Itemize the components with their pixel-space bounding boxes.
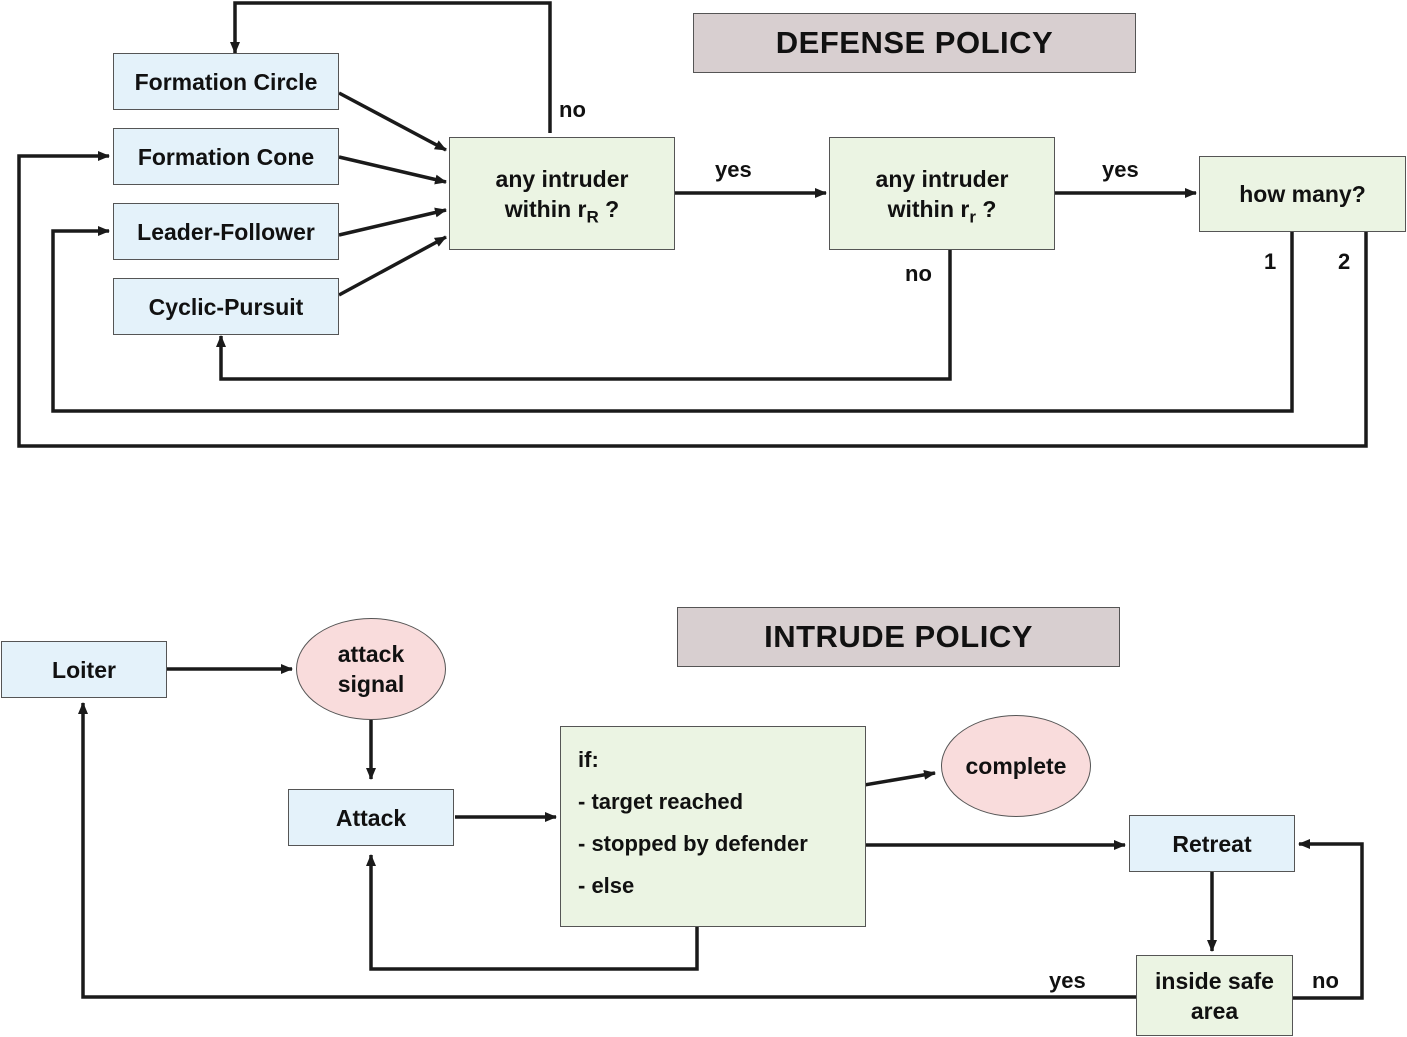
leader-follower-label: Leader-Follower [137,218,315,245]
attack-signal-line1: attack [337,641,405,667]
defense-title-text: DEFENSE POLICY [775,25,1054,60]
attack-label: Attack [335,804,407,831]
conditions-box[interactable]: if: - target reached - stopped by defend… [560,726,866,927]
complete-label: complete [965,753,1067,779]
arrow-yes-to-loiter [78,702,1136,999]
arrow-no-to-circle [230,1,552,133]
leader-follower-box[interactable]: Leader-Follower [113,203,339,260]
arrow-two-to-cone [17,151,1368,448]
label-yes-safe: yes [1049,968,1086,993]
inside-safe-text: inside safe area [1155,966,1274,1026]
retreat-label: Retreat [1172,830,1252,857]
loiter-box[interactable]: Loiter [1,641,167,698]
check-rr-q: ? [975,195,997,222]
formation-circle-label: Formation Circle [134,68,318,95]
loiter-label: Loiter [52,656,116,683]
check-intruder-rr-box[interactable]: any intruder within rr ? [829,137,1055,250]
formation-cone-box[interactable]: Formation Cone [113,128,339,185]
check-rr-within: within r [887,195,970,222]
check-rr-sub: r [969,207,976,227]
arrow-cyclic-to-check [338,235,447,297]
complete-ellipse[interactable]: complete [941,715,1091,817]
arrow-one-to-leader [51,226,1294,413]
arrow-leader-to-check [338,207,447,237]
check-rR-within: within r [504,195,587,222]
check-rR-text: any intruder within rR ? [495,164,629,227]
defense-policy-title: DEFENSE POLICY [693,13,1136,73]
label-yes-2: yes [1102,157,1139,182]
label-one: 1 [1264,249,1277,274]
retreat-box[interactable]: Retreat [1129,815,1295,872]
condition-target-reached: - target reached [578,789,744,814]
attack-signal-ellipse[interactable]: attack signal [296,618,446,720]
arrow-cone-to-check [338,155,447,185]
label-yes-1: yes [715,157,752,182]
condition-if: if: [578,747,599,772]
cyclic-pursuit-box[interactable]: Cyclic-Pursuit [113,278,339,335]
arrow-no-to-retreat [1293,839,1364,1000]
formation-circle-box[interactable]: Formation Circle [113,53,339,110]
intrude-title-text: INTRUDE POLICY [764,619,1033,654]
inside-safe-line1: inside safe [1155,967,1274,994]
label-no-top: no [559,97,586,122]
intrude-policy-title: INTRUDE POLICY [677,607,1120,667]
check-rr-text: any intruder within rr ? [875,164,1009,227]
check-rr-line2: within rr ? [876,194,1009,227]
condition-else: - else [578,873,635,898]
how-many-box[interactable]: how many? [1199,156,1406,232]
arrow-circle-to-check [338,91,447,152]
arrow-no-to-cyclic [216,250,952,381]
check-rR-line2: within rR ? [496,194,629,227]
condition-stopped-by-defender: - stopped by defender [578,831,808,856]
check-rR-q: ? [598,195,620,222]
attack-signal-text: attack signal [338,639,404,699]
attack-signal-line2: signal [337,671,405,697]
inside-safe-area-box[interactable]: inside safe area [1136,955,1293,1036]
formation-cone-label: Formation Cone [137,143,315,170]
check-rR-line1: any intruder [495,165,629,192]
label-two: 2 [1338,249,1351,274]
cyclic-pursuit-label: Cyclic-Pursuit [148,293,304,320]
check-rr-line1: any intruder [875,165,1009,192]
check-intruder-rR-box[interactable]: any intruder within rR ? [449,137,675,250]
label-no-mid: no [905,261,932,286]
check-rR-sub: R [586,207,599,227]
attack-box[interactable]: Attack [288,789,454,846]
inside-safe-line2: area [1190,997,1239,1024]
label-no-safe: no [1312,968,1339,993]
how-many-label: how many? [1239,181,1366,207]
